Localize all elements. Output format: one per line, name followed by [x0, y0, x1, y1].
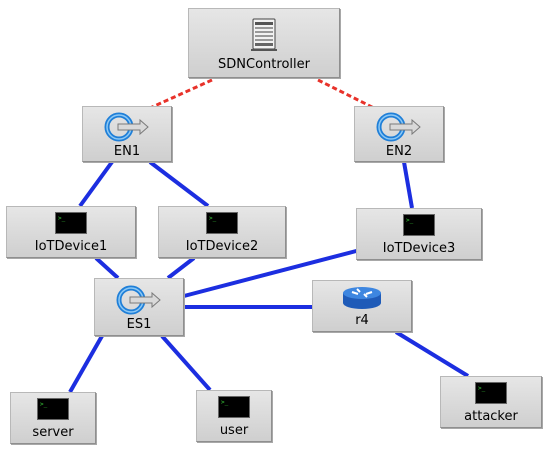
svg-text:>_: >_: [58, 215, 66, 222]
svg-text:>_: >_: [478, 385, 486, 392]
terminal-icon: >_: [403, 214, 435, 236]
node-es1[interactable]: ES1: [94, 278, 184, 336]
node-label: IoTDevice2: [185, 239, 259, 254]
node-attacker[interactable]: >_ attacker: [440, 376, 542, 428]
terminal-icon: >_: [55, 212, 87, 234]
svg-text:>_: >_: [40, 401, 48, 408]
terminal-icon: >_: [37, 398, 69, 420]
node-label: SDNController: [218, 57, 310, 72]
link-en1-iot2[interactable]: [148, 160, 210, 208]
node-label: user: [219, 423, 249, 438]
node-label: r4: [355, 313, 369, 328]
node-label: attacker: [464, 409, 518, 424]
link-en2-iot3[interactable]: [402, 161, 414, 209]
node-label: EN1: [113, 144, 141, 159]
svg-text:>_: >_: [221, 399, 229, 406]
link-r4-attacker[interactable]: [394, 330, 470, 378]
link-en1-iot1[interactable]: [78, 160, 114, 208]
router-icon: [343, 287, 381, 309]
switch-arrow-icon: [104, 112, 149, 142]
node-user[interactable]: >_ user: [196, 390, 272, 442]
node-iot-device-2[interactable]: >_ IoTDevice2: [158, 206, 286, 258]
server-tower-icon: [251, 18, 277, 51]
link-es1-user[interactable]: [160, 334, 212, 392]
link-iot2-es1[interactable]: [166, 256, 196, 280]
node-label: server: [32, 425, 74, 440]
node-sdn-controller[interactable]: SDNController: [188, 8, 340, 78]
terminal-icon: >_: [206, 212, 238, 234]
node-server[interactable]: >_ server: [10, 392, 96, 444]
link-iot3-es1[interactable]: [183, 248, 361, 298]
switch-arrow-icon: [116, 285, 161, 315]
node-en2[interactable]: EN2: [354, 106, 444, 162]
node-iot-device-3[interactable]: >_ IoTDevice3: [356, 208, 482, 260]
terminal-icon: >_: [475, 382, 507, 404]
node-iot-device-1[interactable]: >_ IoTDevice1: [6, 206, 136, 258]
svg-text:>_: >_: [209, 215, 217, 222]
terminal-icon: >_: [218, 396, 250, 418]
link-sdn-controller-en2[interactable]: [317, 78, 375, 110]
link-sdn-controller-en1[interactable]: [149, 78, 213, 110]
node-label: IoTDevice3: [382, 241, 456, 256]
switch-arrow-icon: [376, 112, 421, 142]
node-label: IoTDevice1: [34, 239, 108, 254]
node-label: EN2: [385, 144, 413, 159]
node-en1[interactable]: EN1: [82, 106, 172, 162]
link-layer: [68, 78, 470, 393]
link-es1-server[interactable]: [68, 335, 104, 393]
link-iot1-es1[interactable]: [94, 256, 120, 280]
node-r4[interactable]: r4: [312, 280, 412, 332]
svg-text:>_: >_: [406, 217, 414, 224]
node-label: ES1: [126, 317, 152, 332]
